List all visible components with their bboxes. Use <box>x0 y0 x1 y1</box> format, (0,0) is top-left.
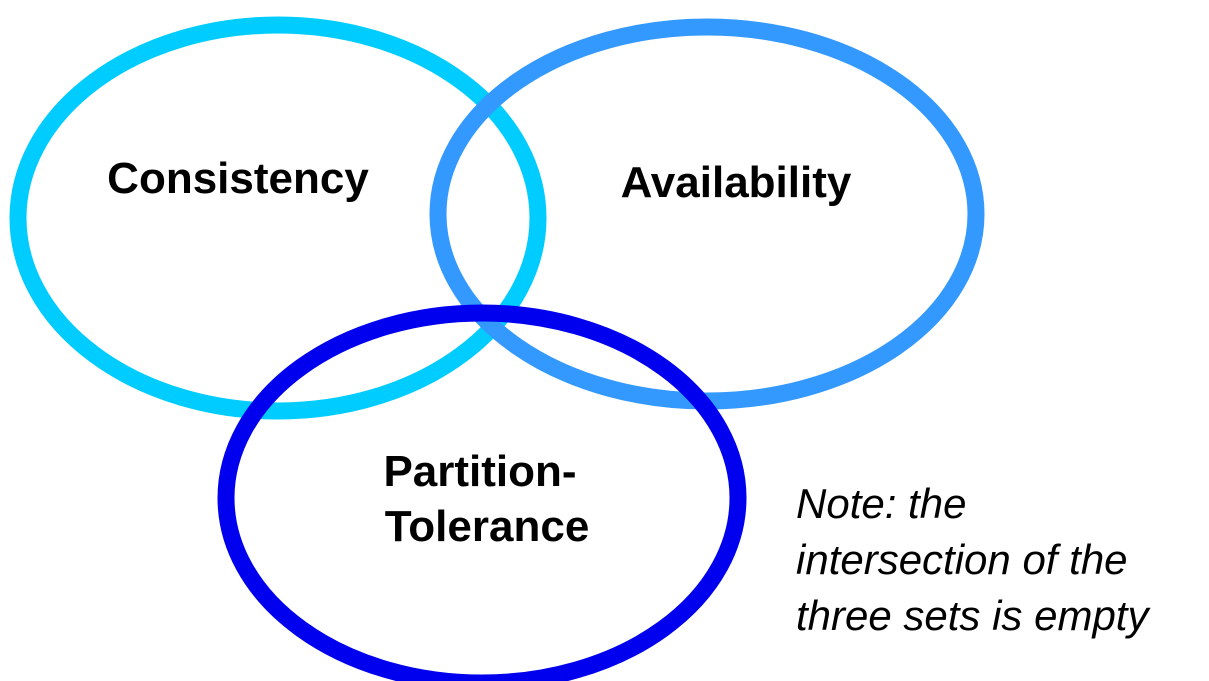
note-text: Note: the intersection of the three sets… <box>796 476 1206 644</box>
partition-tolerance-label-line-2: Tolerance <box>385 502 590 551</box>
availability-circle <box>429 18 985 410</box>
note-line-3: three sets is empty <box>796 592 1149 639</box>
partition-tolerance-label-line-1: Partition- <box>383 447 576 496</box>
availability-label: Availability <box>621 158 852 207</box>
note-line-2: intersection of the <box>796 536 1128 583</box>
partition-tolerance-circle <box>217 304 747 681</box>
consistency-label: Consistency <box>107 154 369 203</box>
consistency-circle <box>9 16 547 420</box>
note-line-1: Note: the <box>796 480 967 527</box>
